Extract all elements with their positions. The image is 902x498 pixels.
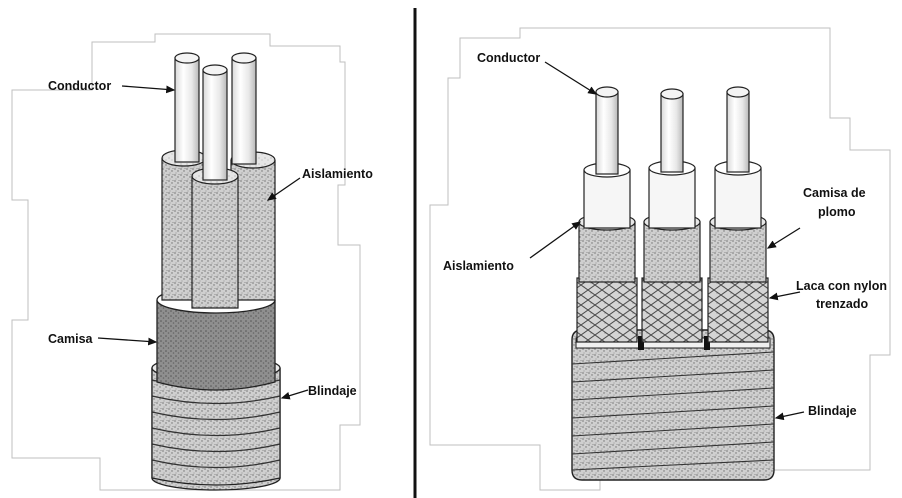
right-label-camisa-line1: Camisa de: [803, 186, 866, 200]
left-core-front: [192, 168, 238, 308]
right-armor-leader: [776, 412, 804, 418]
right-core-1: [577, 87, 637, 342]
right-label-blindaje: Blindaje: [808, 404, 857, 418]
right-label-laca-line2: trenzado: [816, 297, 868, 311]
left-label-conductor: Conductor: [48, 79, 111, 93]
left-label-aislamiento: Aislamiento: [302, 167, 373, 181]
right-core-3: [708, 87, 768, 342]
right-insulation-leader: [530, 222, 580, 258]
right-panel: Conductor Aislamiento Camisa de plomo La…: [430, 28, 890, 490]
right-label-camisa-line2: plomo: [818, 205, 856, 219]
right-core-2: [642, 89, 702, 342]
right-label-aislamiento: Aislamiento: [443, 259, 514, 273]
left-jacket-leader: [98, 338, 156, 342]
right-lead-sheath-leader: [768, 228, 800, 248]
left-conductors: [175, 53, 256, 180]
left-conductor-leader: [122, 86, 174, 90]
right-conductor-leader: [545, 62, 596, 94]
left-label-camisa: Camisa: [48, 332, 94, 346]
right-label-laca-line1: Laca con nylon: [796, 279, 887, 293]
right-label-conductor: Conductor: [477, 51, 540, 65]
left-panel: Conductor Aislamiento Camisa Blindaje: [12, 34, 373, 490]
left-label-blindaje: Blindaje: [308, 384, 357, 398]
left-armor-leader: [282, 390, 308, 398]
right-armor: [572, 330, 774, 480]
